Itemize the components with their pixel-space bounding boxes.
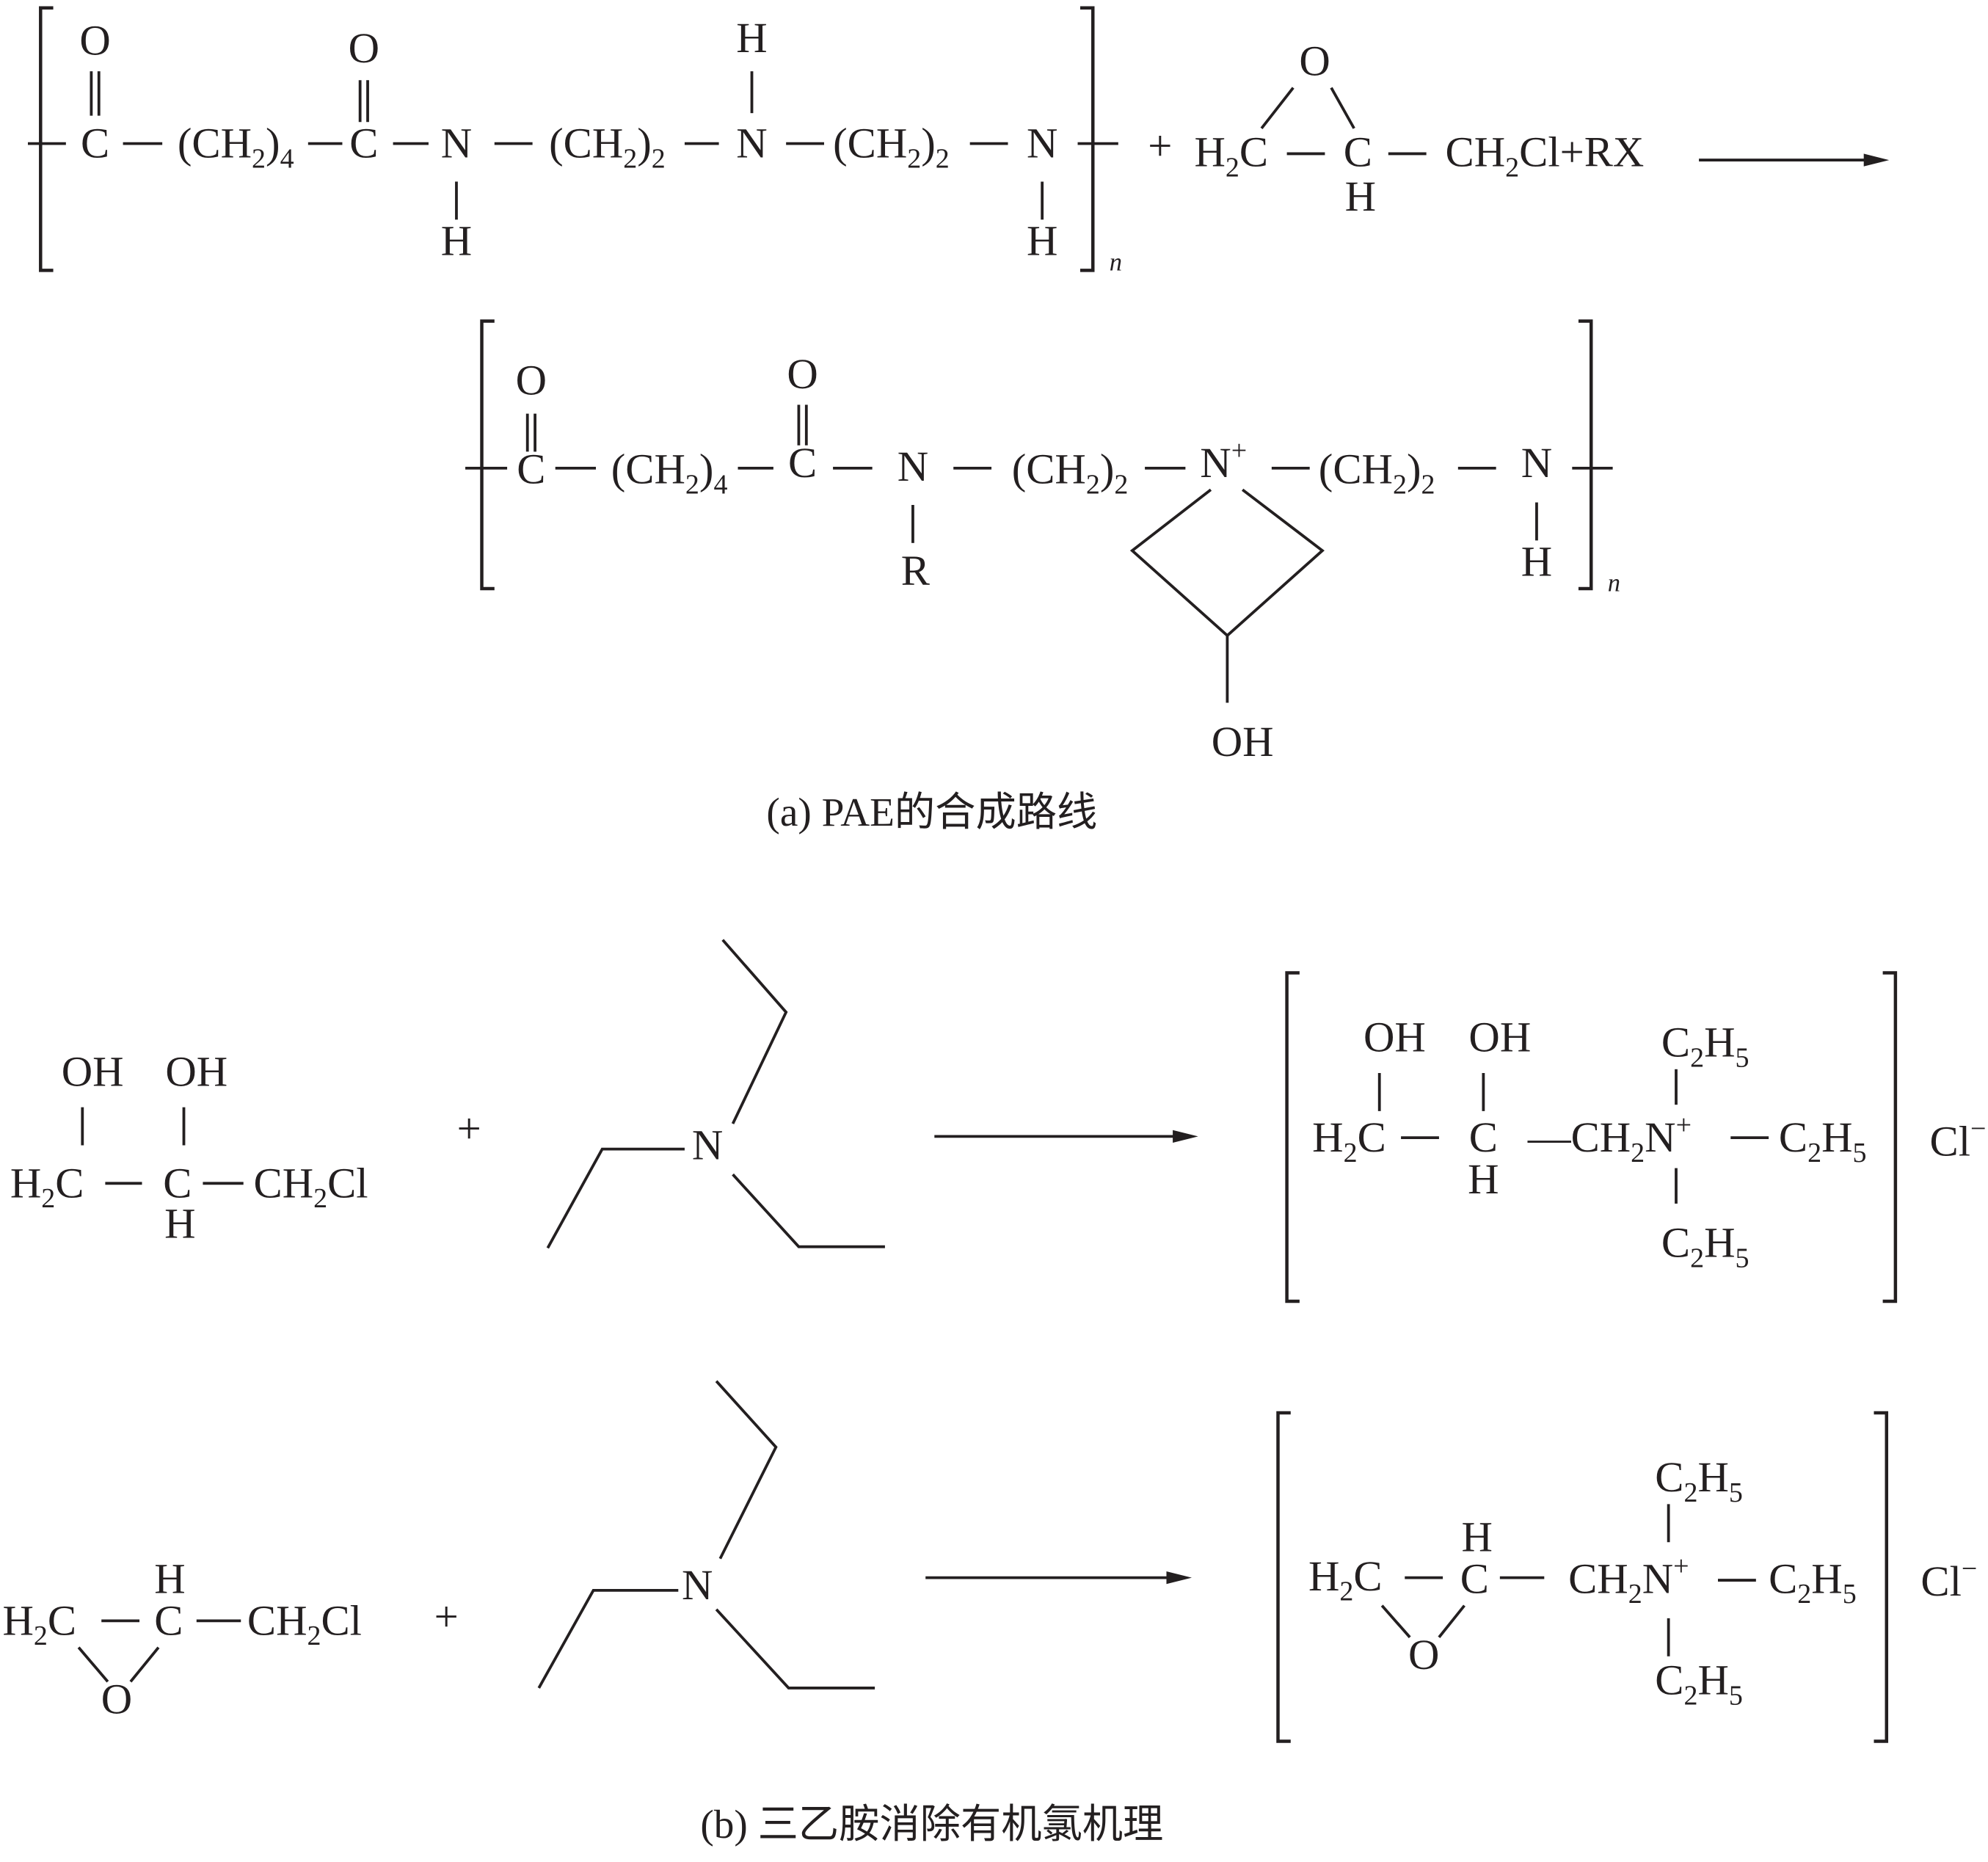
- left-bracket: [39, 6, 54, 272]
- group-ch2cl: CH2​Cl: [254, 1159, 368, 1214]
- atom-n: N: [897, 443, 928, 490]
- plus-sign: +: [457, 1105, 481, 1152]
- group-ethyl: C2​H5​: [1655, 1656, 1743, 1712]
- reaction-2: H H2​C C CH2​Cl O + N H2​C H C O CH2​N+​…: [2, 1380, 1977, 1743]
- reaction-1: OH OH H2​C C H CH2​Cl + N OH OH H2​C C H…: [10, 939, 1987, 1303]
- atom-n: N: [736, 120, 767, 167]
- caption-b: (b) 三乙胺消除有机氯机理: [700, 1802, 1163, 1847]
- left-bracket: [480, 319, 495, 591]
- atom-o: O: [787, 350, 818, 398]
- atom-h: H: [1462, 1513, 1493, 1560]
- group-h2c: H2​C: [10, 1159, 84, 1214]
- right-bracket: [1079, 6, 1095, 272]
- atom-c: C: [1469, 1113, 1498, 1161]
- group-h2c: H2​C: [1308, 1552, 1383, 1607]
- group-ch2-2: (CH2​)2​: [1319, 446, 1435, 501]
- atom-c: C: [163, 1159, 192, 1207]
- atom-h: H: [736, 14, 767, 62]
- group-ethyl: C2​H5​: [1661, 1219, 1749, 1274]
- atom-o: O: [1299, 37, 1330, 84]
- group-h2c: H2​C: [1312, 1113, 1386, 1168]
- group-ch2-2: (CH2​)2​: [549, 120, 666, 175]
- group-ethyl: C2​H5​: [1779, 1113, 1867, 1168]
- atom-h: H: [154, 1554, 185, 1602]
- pae-reactant-polymer: O C (CH2​)4​ O C N H (CH2​)2​ H N (CH2​)…: [28, 6, 1122, 276]
- left-bracket: [1276, 1411, 1291, 1743]
- atom-o: O: [79, 17, 110, 65]
- atom-c: C: [81, 120, 109, 167]
- triethylamine: N: [546, 939, 885, 1249]
- group-oh: OH: [1468, 1014, 1531, 1061]
- atom-c: C: [349, 120, 378, 167]
- group-oh: OH: [1363, 1014, 1426, 1061]
- repeat-n: n: [1110, 248, 1122, 276]
- atom-o: O: [516, 357, 547, 404]
- group-oh: OH: [62, 1047, 124, 1095]
- atom-c: C: [517, 446, 545, 493]
- group-ch2-2: (CH2​)2​: [1012, 446, 1129, 501]
- chloride-ion: Cl−​: [1930, 1113, 1987, 1165]
- atom-c: C: [1460, 1554, 1489, 1602]
- atom-r: R: [901, 547, 931, 594]
- atom-n: N: [692, 1121, 723, 1168]
- left-bracket: [1285, 971, 1300, 1303]
- atom-o: O: [349, 24, 379, 72]
- group-ch2-4: (CH2​)4​: [611, 446, 728, 501]
- group-oh: OH: [1212, 718, 1274, 765]
- epichlorohydrin: H2​C O C H CH2​Cl+RX: [1194, 37, 1644, 220]
- group-ch2n-plus: CH2​N+​: [1568, 1551, 1689, 1610]
- atom-c: C: [788, 439, 817, 487]
- atom-h: H: [1521, 538, 1552, 586]
- plus-sign: +: [434, 1593, 459, 1640]
- group-ethyl: C2​H5​: [1661, 1019, 1749, 1074]
- repeat-n: n: [1608, 569, 1620, 597]
- plus-sign: +: [1148, 122, 1172, 170]
- atom-c: C: [154, 1596, 183, 1644]
- group-ethyl: C2​H5​: [1769, 1554, 1857, 1610]
- atom-h: H: [441, 217, 472, 265]
- right-bracket: [1874, 1411, 1889, 1743]
- atom-o: O: [101, 1675, 132, 1723]
- right-bracket: [1882, 971, 1898, 1303]
- atom-c: C: [1344, 128, 1372, 176]
- azetidinium-ring: [1129, 488, 1325, 638]
- group-ch2-4: (CH2​)4​: [178, 120, 294, 175]
- right-bracket: [1578, 319, 1593, 591]
- group-ethyl: C2​H5​: [1655, 1453, 1743, 1508]
- group-ch2n-plus: —CH2​N+​: [1527, 1110, 1692, 1168]
- arrow-head: [1166, 1571, 1193, 1585]
- arrow-head: [1173, 1130, 1198, 1143]
- atom-n: N: [682, 1561, 713, 1609]
- atom-o: O: [1408, 1631, 1439, 1679]
- triethylamine: N: [537, 1380, 875, 1690]
- group-h2c: H2​C: [1194, 128, 1268, 183]
- atom-h: H: [1345, 172, 1376, 220]
- atom-h: H: [164, 1200, 195, 1248]
- group-ch2cl-rx: CH2​Cl+RX: [1446, 128, 1645, 183]
- chloride-ion: Cl−​: [1920, 1554, 1977, 1605]
- atom-n: N: [1521, 439, 1552, 487]
- pae-product-polymer: O C (CH2​)4​ O C N R (CH2​)2​ N+​ (CH2​)…: [465, 319, 1620, 765]
- atom-n-plus: N+​: [1200, 435, 1247, 487]
- atom-n: N: [1027, 120, 1057, 167]
- atom-h: H: [1027, 217, 1057, 265]
- group-oh: OH: [165, 1047, 227, 1095]
- group-ch2cl: CH2​Cl: [247, 1596, 362, 1651]
- group-ch2-2: (CH2​)2​: [833, 120, 950, 175]
- caption-a: (a) PAE的合成路线: [766, 790, 1097, 834]
- group-h2c: H2​C: [2, 1596, 76, 1651]
- atom-h: H: [1468, 1155, 1499, 1203]
- reaction-arrow: [1699, 153, 1890, 167]
- atom-n: N: [441, 120, 472, 167]
